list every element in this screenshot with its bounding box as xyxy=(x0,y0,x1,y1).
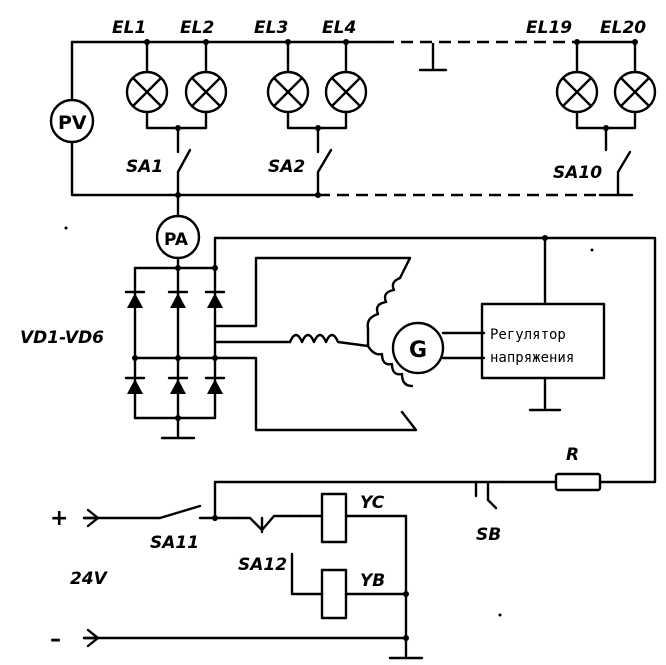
generator: G xyxy=(391,321,486,375)
plus-supply-line xyxy=(82,504,240,528)
minus-supply-line xyxy=(82,628,424,660)
coil-yc xyxy=(298,492,408,640)
control-bus xyxy=(213,480,478,522)
switch-label-sa11: SA11 xyxy=(150,533,199,553)
push-button-sb xyxy=(474,480,505,510)
ammeter-branch: PA xyxy=(155,193,201,270)
voltmeter-symbol xyxy=(49,98,95,144)
voltmeter-label: PV xyxy=(58,112,87,134)
regulator-line-1: Регулятор xyxy=(490,327,566,343)
minus-label: – xyxy=(50,627,61,652)
voltage-label: 24V xyxy=(70,569,109,589)
lamp-group-2 xyxy=(266,39,368,198)
supply-wire xyxy=(213,236,547,270)
coil-yb xyxy=(290,552,409,620)
lamp-group-10 xyxy=(555,39,657,197)
lamp-label-el2: EL2 xyxy=(180,18,214,38)
button-label: SB xyxy=(476,525,501,545)
generator-symbol xyxy=(391,321,445,375)
lamp-label-el19: EL19 xyxy=(526,18,572,38)
switch-label-sa10: SA10 xyxy=(553,163,602,183)
contact-sa12 xyxy=(236,514,302,534)
generator-label: G xyxy=(409,338,427,363)
regulator-line-2: напряжения xyxy=(490,350,574,366)
voltage-regulator: Регулятор напряжения xyxy=(480,302,606,412)
lamp-group-1 xyxy=(125,39,228,198)
top-bus xyxy=(70,40,637,72)
resistor-r xyxy=(501,472,602,492)
resistor-label: R xyxy=(566,445,579,465)
coil-label-yc: YC xyxy=(360,493,385,513)
lamp-label-el4: EL4 xyxy=(322,18,356,38)
plus-label: + xyxy=(50,506,68,531)
ammeter-label: PA xyxy=(164,230,189,250)
lamp-label-el20: EL20 xyxy=(600,18,646,38)
switch-label-sa2: SA2 xyxy=(268,157,305,177)
right-feed xyxy=(543,236,657,484)
voltmeter-branch: PV xyxy=(49,40,95,197)
lamp-label-el1: EL1 xyxy=(112,18,146,38)
switch-label-sa12: SA12 xyxy=(238,555,287,575)
coil-label-yb: YB xyxy=(360,571,385,591)
generator-windings xyxy=(213,256,418,432)
diode-label: VD1-VD6 xyxy=(20,328,104,348)
switch-label-sa1: SA1 xyxy=(126,157,163,177)
diode-bridge xyxy=(124,265,226,440)
lamp-label-el3: EL3 xyxy=(254,18,288,38)
